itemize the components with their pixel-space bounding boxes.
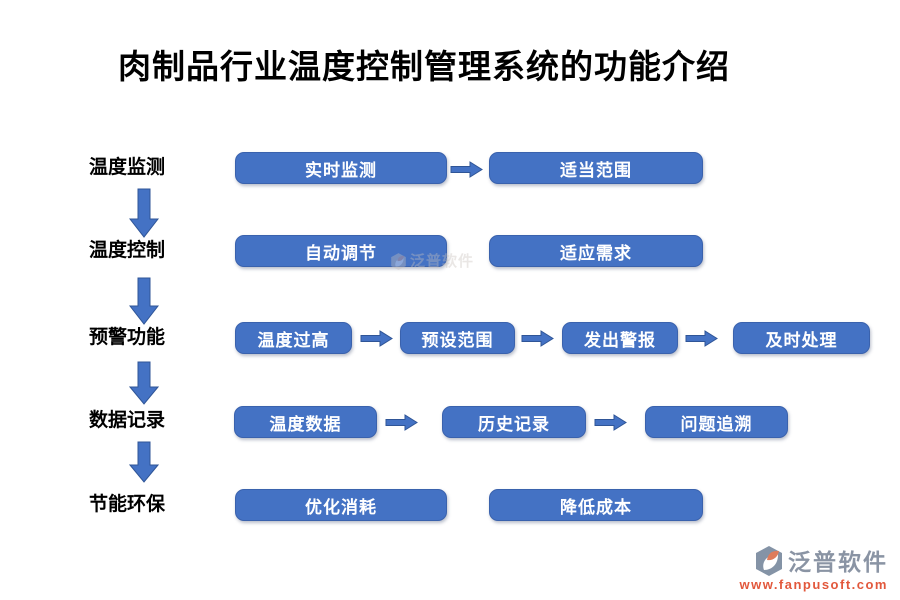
process-box: 适当范围 [489, 152, 703, 184]
process-box: 预设范围 [400, 322, 515, 354]
process-box: 适应需求 [489, 235, 703, 267]
right-arrow-icon [450, 161, 483, 178]
down-arrow-icon [129, 361, 159, 405]
row-label-warning-function: 预警功能 [89, 327, 166, 348]
process-box: 优化消耗 [235, 489, 447, 521]
process-box: 降低成本 [489, 489, 703, 521]
brand-logo: 泛普软件 www.fanpusoft.com [739, 543, 888, 592]
row-label-energy-saving: 节能环保 [89, 494, 166, 515]
brand-url: www.fanpusoft.com [739, 577, 888, 592]
process-box: 自动调节 [235, 235, 447, 267]
row-label-temperature-monitoring: 温度监测 [89, 157, 166, 178]
process-box: 实时监测 [235, 152, 447, 184]
brand-logo-row: 泛普软件 [754, 543, 888, 577]
row-label-temperature-control: 温度控制 [89, 240, 166, 261]
process-box: 温度数据 [234, 406, 377, 438]
right-arrow-icon [685, 330, 718, 347]
right-arrow-icon [521, 330, 554, 347]
right-arrow-icon [594, 414, 627, 431]
down-arrow-icon [129, 277, 159, 325]
brand-name: 泛普软件 [788, 549, 888, 575]
right-arrow-icon [385, 414, 418, 431]
down-arrow-icon [129, 441, 159, 483]
process-box: 温度过高 [235, 322, 352, 354]
process-box: 问题追溯 [645, 406, 788, 438]
down-arrow-icon [129, 188, 159, 238]
right-arrow-icon [360, 330, 393, 347]
process-box: 历史记录 [442, 406, 586, 438]
process-box: 及时处理 [733, 322, 870, 354]
fanpu-logo-icon [756, 546, 782, 576]
process-box: 发出警报 [562, 322, 678, 354]
page-title: 肉制品行业温度控制管理系统的功能介绍 [118, 48, 730, 85]
row-label-data-record: 数据记录 [89, 410, 166, 431]
